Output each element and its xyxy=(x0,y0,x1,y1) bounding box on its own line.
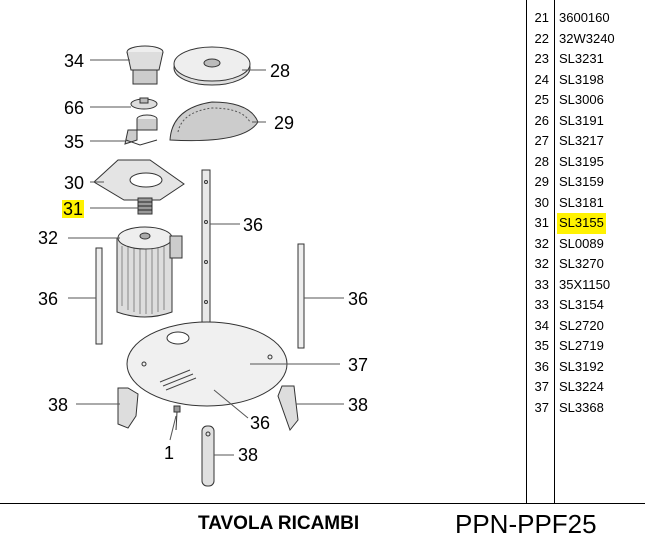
callout-36-left: 36 xyxy=(38,289,59,309)
part-number: 34 xyxy=(534,317,549,333)
part-38-feet xyxy=(117,385,299,487)
callout-37: 37 xyxy=(348,355,369,375)
table-row: 23 SL3231 xyxy=(527,49,645,70)
leader-lines xyxy=(68,59,344,456)
part-36-posts xyxy=(95,169,305,389)
callout-36-lower: 36 xyxy=(250,413,271,433)
part-code: SL2720 xyxy=(559,317,604,333)
table-row: 21 3600160 xyxy=(527,8,645,29)
model-code: PPN-PPF25 xyxy=(455,509,597,539)
callout-1: 1 xyxy=(164,443,175,463)
table-row: 27 SL3217 xyxy=(527,131,645,152)
part-code-highlighted: SL3155 xyxy=(557,213,606,234)
table-row: 34 SL2720 xyxy=(527,316,645,337)
part-code: SL3270 xyxy=(559,256,604,271)
callout-28: 28 xyxy=(270,61,291,81)
part-code: 32W3240 xyxy=(559,30,615,46)
callout-66: 66 xyxy=(64,98,85,118)
part-number: 26 xyxy=(534,112,549,128)
table-row: 29 SL3159 xyxy=(527,172,645,193)
part-number: 24 xyxy=(534,71,549,87)
parts-table: 21 3600160 22 32W3240 23 SL3231 24 SL3198 25… xyxy=(527,8,645,418)
part-code: SL0089 xyxy=(559,235,604,251)
part-number: 37 xyxy=(534,399,549,415)
table-row: 28 SL3195 xyxy=(527,152,645,173)
table-row: 22 32W3240 xyxy=(527,29,645,50)
part-number: 32 xyxy=(534,235,549,251)
table-row: 37 SL3368 xyxy=(527,398,645,419)
part-code: SL3154 xyxy=(559,297,604,312)
part-number: 33 xyxy=(534,297,549,312)
part-number: 37 xyxy=(534,379,549,394)
table-row: 35 SL2719 xyxy=(527,336,645,357)
callout-32: 32 xyxy=(38,228,59,248)
part-number: 21 xyxy=(534,10,549,25)
part-29-belt xyxy=(169,101,259,142)
part-code: SL3198 xyxy=(559,71,604,87)
callout-30: 30 xyxy=(64,173,85,193)
callout-38-left: 38 xyxy=(48,395,69,415)
table-row: 33 SL3154 xyxy=(527,295,645,316)
callout-35: 35 xyxy=(64,132,85,152)
part-66-clamp xyxy=(130,97,158,110)
part-number: 25 xyxy=(534,92,549,107)
table-row: 36 SL3192 xyxy=(527,357,645,378)
part-code: SL3195 xyxy=(559,153,604,169)
part-code: SL3368 xyxy=(559,399,604,415)
part-32-motor xyxy=(116,226,183,318)
table-row: 32 SL0089 xyxy=(527,234,645,255)
part-number: 32 xyxy=(534,256,549,271)
part-code: SL3006 xyxy=(559,92,604,107)
part-28-disc xyxy=(173,46,251,86)
callout-38-right: 38 xyxy=(348,395,369,415)
part-number: 31 xyxy=(534,215,549,230)
callout-34: 34 xyxy=(64,51,85,71)
table-row: 33 35X1150 xyxy=(527,275,645,296)
callout-36-center: 36 xyxy=(243,215,264,235)
part-number: 23 xyxy=(534,51,549,66)
part-code: SL3192 xyxy=(559,358,604,374)
part-number: 22 xyxy=(534,30,549,46)
part-code: SL3191 xyxy=(559,112,604,128)
table-row: 32 SL3270 xyxy=(527,254,645,275)
part-34-hopper xyxy=(126,45,164,85)
callout-38-bottom: 38 xyxy=(238,445,259,465)
part-code: SL3231 xyxy=(559,51,604,66)
part-code: 35X1150 xyxy=(559,276,611,292)
part-1-screw xyxy=(173,405,181,431)
part-number: 35 xyxy=(534,338,549,353)
page-title: TAVOLA RICAMBI xyxy=(198,513,360,534)
callout-36-right: 36 xyxy=(348,289,369,309)
part-31-spring xyxy=(137,197,153,215)
part-number: 28 xyxy=(534,153,549,169)
part-code: SL3217 xyxy=(559,133,604,148)
table-row: 37 SL3224 xyxy=(527,377,645,398)
table-row-highlighted: 31 SL3155 xyxy=(527,213,645,234)
part-35-elbow xyxy=(124,114,158,146)
part-code: SL3224 xyxy=(559,379,604,394)
table-grid xyxy=(0,0,645,504)
part-number: 27 xyxy=(534,133,549,148)
table-row: 24 SL3198 xyxy=(527,70,645,91)
part-30-plate xyxy=(93,159,185,201)
table-row: 26 SL3191 xyxy=(527,111,645,132)
part-number: 36 xyxy=(534,358,549,374)
part-code: SL3159 xyxy=(559,174,604,189)
part-number: 30 xyxy=(534,194,549,210)
part-number: 33 xyxy=(534,276,549,292)
table-row: 30 SL3181 xyxy=(527,193,645,214)
part-code: SL3181 xyxy=(559,194,604,210)
part-number: 29 xyxy=(534,174,549,189)
table-row: 25 SL3006 xyxy=(527,90,645,111)
part-code: SL2719 xyxy=(559,338,604,353)
part-code: 3600160 xyxy=(559,10,610,25)
callout-29: 29 xyxy=(274,113,295,133)
callout-31-highlighted: 31 xyxy=(62,199,85,219)
